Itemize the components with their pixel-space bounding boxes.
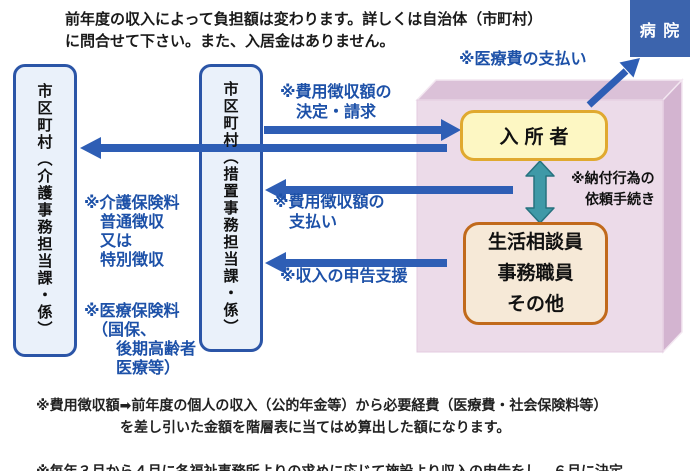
footnote-fee-calculation: ※費用徴収額➡前年度の個人の収入（公的年金等）から必要経費（医療費・社会保険料等… — [36, 398, 608, 436]
footnotes: ※費用徴収額➡前年度の個人の収入（公的年金等）から必要経費（医療費・社会保険料等… — [36, 373, 688, 471]
medical-premium-label: ※医療保険料 （国保、 後期高齢者 医療等） — [84, 301, 197, 377]
income-report-label: ※収入の申告支援 — [280, 266, 408, 285]
fee-decision-arrow — [264, 119, 461, 141]
fee-payment-label: ※費用徴収額の 支払い — [273, 192, 385, 231]
municipality-kaigo-label: 市区町村（介護事務担当課・係） — [35, 83, 54, 338]
municipality-sochi-label: 市区町村（措置事務担当課・係） — [221, 80, 240, 336]
facility-top-face — [415, 79, 684, 101]
premium-collection-arrow — [80, 137, 447, 159]
insurance-premium-labels: ※介護保険料 普通徴収 又は 特別徴収 ※医療保険料 （国保、 後期高齢者 医療… — [84, 174, 196, 396]
top-note: 前年度の収入によって負担額は変わります。詳しくは自治体（市町村） に問合せて下さ… — [65, 10, 543, 50]
fee-decision-label: ※費用徴収額の 決定・請求 — [280, 82, 392, 121]
facility-side-face — [662, 78, 683, 354]
payment-procedure-arrow — [525, 160, 555, 224]
footnote-annual-schedule: ※毎年３月から４月に各福祉事務所よりの求めに応じて施設より収入の申告をし、６月に… — [36, 461, 688, 471]
resident-box: 入所者 — [460, 110, 608, 161]
medical-payment-label: ※医療費の支払い — [459, 49, 587, 68]
hospital-box: 病 院 — [630, 0, 690, 57]
staff-box: 生活相談員 事務職員 その他 — [463, 222, 608, 325]
municipality-sochi-box — [199, 64, 263, 352]
payment-procedure-label: ※納付行為の 依頼手続き — [571, 171, 655, 208]
kaigo-premium-label: ※介護保険料 普通徴収 又は 特別徴収 — [84, 193, 180, 269]
medical-payment-arrow — [586, 58, 640, 108]
municipality-kaigo-box — [13, 64, 77, 357]
